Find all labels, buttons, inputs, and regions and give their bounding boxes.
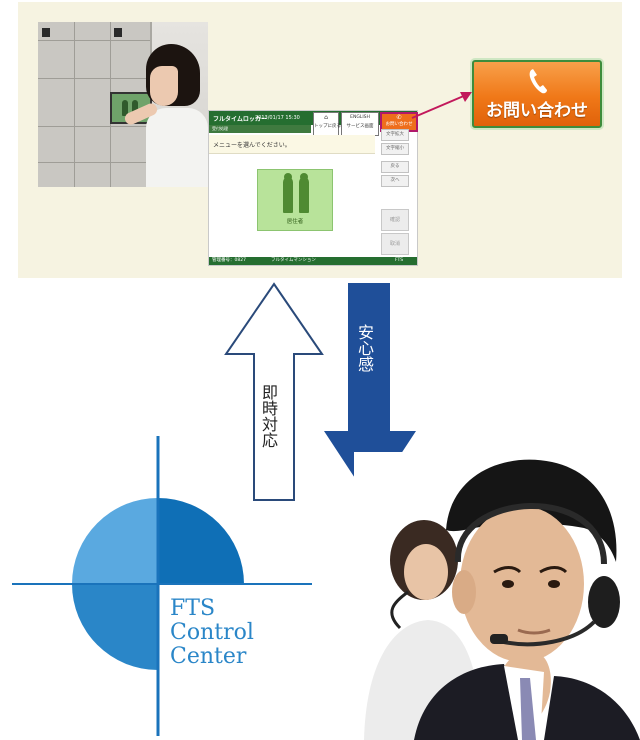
- contact-button-label: お問い合わせ: [486, 101, 588, 121]
- logo-line-1: FTS: [170, 596, 216, 621]
- photo-call-center-operators: [354, 452, 640, 740]
- text-enlarge-button[interactable]: 文字拡大: [381, 129, 409, 141]
- down-arrow: [324, 283, 416, 501]
- pointer-arrow: [411, 92, 472, 119]
- logo-line-3: Center: [170, 644, 247, 669]
- screen-subbar: 受付処理: [209, 125, 311, 133]
- footer-id: 管理番号：0827: [212, 258, 246, 263]
- screen-message: メニューを選んでください。: [213, 142, 291, 149]
- up-arrow: [224, 282, 324, 501]
- cancel-button[interactable]: 取消: [381, 233, 409, 255]
- footer-logo: FTS: [395, 258, 404, 263]
- footer-name: フルタイムマンション: [271, 258, 316, 263]
- up-arrow-label: 即時対応: [259, 384, 278, 448]
- resident-button[interactable]: 居住者: [257, 169, 333, 231]
- phone-icon: [529, 69, 547, 94]
- locker-number-tag: [42, 28, 50, 37]
- home-icon: ⌂: [324, 114, 328, 121]
- next-button[interactable]: 次へ: [381, 175, 409, 187]
- screen-footer: 管理番号：0827 フルタイムマンション FTS: [209, 257, 417, 265]
- fts-logo-text: FTS Control Center: [170, 597, 254, 669]
- down-arrow-label: 安心感: [355, 324, 374, 372]
- photo-woman-at-terminal: [38, 22, 208, 187]
- phone-icon: ✆: [396, 114, 402, 121]
- locker-cabinet: [38, 22, 152, 187]
- screen-datetime: 2013/01/17 15:30: [255, 115, 300, 121]
- woman-body: [146, 108, 208, 187]
- locker-terminal-screenshot: フルタイムロッカー 2013/01/17 15:30 受付処理 ⌂ トップに戻る…: [208, 110, 418, 266]
- message-area: メニューを選んでください。: [209, 135, 375, 154]
- english-button[interactable]: ENGLISH サービス画面: [341, 112, 379, 136]
- back-button[interactable]: 戻る: [381, 161, 409, 173]
- confirm-button[interactable]: 確認: [381, 209, 409, 231]
- contact-button-small[interactable]: ✆ お問い合わせ: [380, 112, 418, 132]
- resident-button-label: 居住者: [286, 219, 304, 225]
- fts-logo-mark: [12, 436, 312, 736]
- woman-face: [150, 66, 178, 106]
- locker-number-tag: [114, 28, 122, 37]
- logo-line-2: Control: [170, 620, 254, 645]
- text-shrink-button[interactable]: 文字縮小: [381, 143, 409, 155]
- contact-button-large[interactable]: お問い合わせ: [472, 60, 602, 128]
- top-button[interactable]: ⌂ トップに戻る: [313, 112, 341, 136]
- screen-brand: フルタイムロッカー: [213, 116, 267, 123]
